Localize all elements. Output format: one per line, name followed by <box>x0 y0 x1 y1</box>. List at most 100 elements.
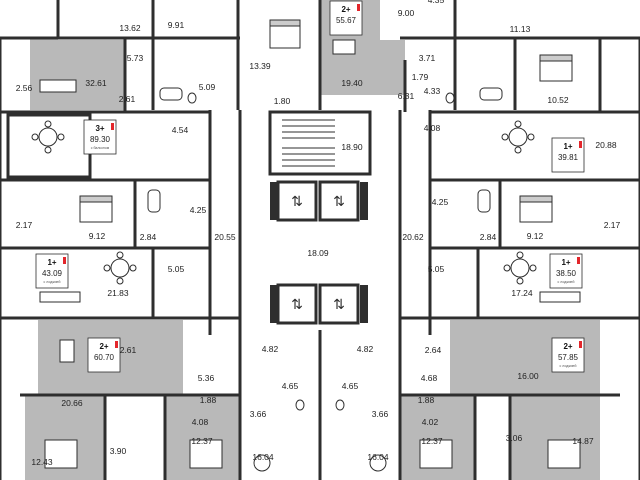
room-area-label: 20.55 <box>214 232 236 242</box>
stairwell <box>268 110 372 176</box>
apartment-badge[interactable]: 3+ 89.30 с балконом <box>83 119 117 155</box>
room-area-label: 5.05 <box>428 264 445 274</box>
room-area-label: 14.87 <box>572 436 594 446</box>
badge-rooms: 3+ <box>95 124 104 133</box>
bed-icon <box>419 439 453 469</box>
table-icon <box>332 39 356 55</box>
bed-icon <box>189 439 223 469</box>
badge-note: с лоджией <box>44 280 61 284</box>
room-area-label: 2.61 <box>119 94 136 104</box>
room-area-label: 1.79 <box>412 72 429 82</box>
apartment-badge[interactable]: 1+39.81 <box>551 137 585 173</box>
badge-frame <box>549 253 583 289</box>
bathtub-icon <box>159 87 183 101</box>
badge-frame <box>551 337 585 373</box>
room-area-label: 5.05 <box>168 264 185 274</box>
apartment-badge[interactable]: 2+ 55.67 <box>329 0 363 36</box>
elevator-icon: ⇅ <box>333 297 345 313</box>
bed-icon <box>79 195 113 223</box>
badge-area: 55.67 <box>336 16 357 25</box>
badge-frame <box>35 253 69 289</box>
room-area-label: 4.02 <box>422 417 439 427</box>
table-icon <box>253 454 271 472</box>
room-area-label: 6.31 <box>398 91 415 101</box>
badge-area: 89.30 <box>90 135 111 144</box>
room-area-label: 13.39 <box>249 61 271 71</box>
room-area-label: 5.09 <box>199 82 216 92</box>
room-area-label: 32.61 <box>85 78 107 88</box>
badge-marker <box>357 4 360 11</box>
sofa-icon <box>39 291 81 303</box>
room-area-label: 4.68 <box>421 373 438 383</box>
table-icon <box>501 120 535 154</box>
shaft-block <box>270 285 278 323</box>
room-area-label: 20.62 <box>402 232 424 242</box>
badge-marker <box>115 341 118 348</box>
elevator-icon: ⇅ <box>333 194 345 210</box>
table-icon <box>503 251 537 285</box>
room-area-label: 11.13 <box>510 24 531 34</box>
badge-rooms: 2+ <box>99 342 108 351</box>
apartment-badge[interactable]: 1+43.09с лоджией <box>35 253 69 289</box>
badge-frame <box>551 137 585 173</box>
bed-icon <box>547 439 581 469</box>
room-area-label: 4.65 <box>342 381 359 391</box>
toilet-icon <box>445 92 455 104</box>
bed-icon <box>539 54 573 82</box>
room-area-label: 9.12 <box>89 231 106 241</box>
apartment-badge[interactable]: 1+38.50с лоджией <box>549 253 583 289</box>
room-area-label: 2.84 <box>480 232 497 242</box>
top-room-9 <box>380 0 455 40</box>
room-area-label: 4.25 <box>432 197 449 207</box>
room-area-label: 4.82 <box>262 344 279 354</box>
room-area-label: 3.90 <box>110 446 127 456</box>
top-bedroom-a <box>58 0 153 40</box>
room-area-label: 21.83 <box>107 288 129 298</box>
badge-area: 43.09 <box>42 269 63 278</box>
room-area-label: 12.37 <box>421 436 443 446</box>
badge-marker <box>63 257 66 264</box>
apartment-badge[interactable]: 2+57.85с лоджией <box>551 337 585 373</box>
shaft-block <box>360 285 368 323</box>
room-area-label: 3.71 <box>419 53 436 63</box>
bathtub-icon <box>479 87 503 101</box>
apt-3-balcony <box>6 113 92 179</box>
room-area-label: 1.88 <box>200 395 217 405</box>
bed-icon <box>519 195 553 223</box>
elevator-shaft-2 <box>318 180 360 222</box>
room-area-label: 20.88 <box>595 140 617 150</box>
room-area-label: 2.64 <box>425 345 442 355</box>
toilet-icon <box>295 399 305 411</box>
stairs-icon <box>282 119 335 167</box>
apt-3-zone <box>30 38 125 110</box>
badge-marker <box>579 341 582 348</box>
room-area-label: 3.66 <box>372 409 389 419</box>
room-area-label: 9.12 <box>527 231 544 241</box>
toilet-icon <box>335 399 345 411</box>
shaft-block <box>270 182 278 220</box>
badge-rooms: 1+ <box>561 258 570 267</box>
room-area-label: 9.00 <box>398 8 415 18</box>
table-icon <box>103 251 137 285</box>
badge-rooms: 2+ <box>341 5 350 14</box>
elevator-icon: ⇅ <box>291 194 303 210</box>
room-area-label: 4.33 <box>424 86 441 96</box>
apartment-badge[interactable]: 2+ 60.70 <box>87 337 121 373</box>
badge-area: 57.85 <box>558 353 579 362</box>
bed-icon <box>44 439 78 469</box>
room-area-label: 2.56 <box>16 83 33 93</box>
elevator-icon: ⇅ <box>291 297 303 313</box>
elevator-shaft-1 <box>276 180 318 222</box>
room-area-label: 1.88 <box>418 395 435 405</box>
room-area-label: 17.24 <box>511 288 533 298</box>
room-area-label: 12.43 <box>31 457 53 467</box>
mid-right-living <box>478 250 608 312</box>
elevator-shaft-4 <box>318 283 360 325</box>
badge-rooms: 1+ <box>563 142 572 151</box>
room-area-label: 4.25 <box>190 205 207 215</box>
room-area-label: 4.65 <box>282 381 299 391</box>
badge-area: 60.70 <box>94 353 115 362</box>
room-area-label: 5.73 <box>127 53 144 63</box>
badge-note: с балконом <box>91 146 110 150</box>
